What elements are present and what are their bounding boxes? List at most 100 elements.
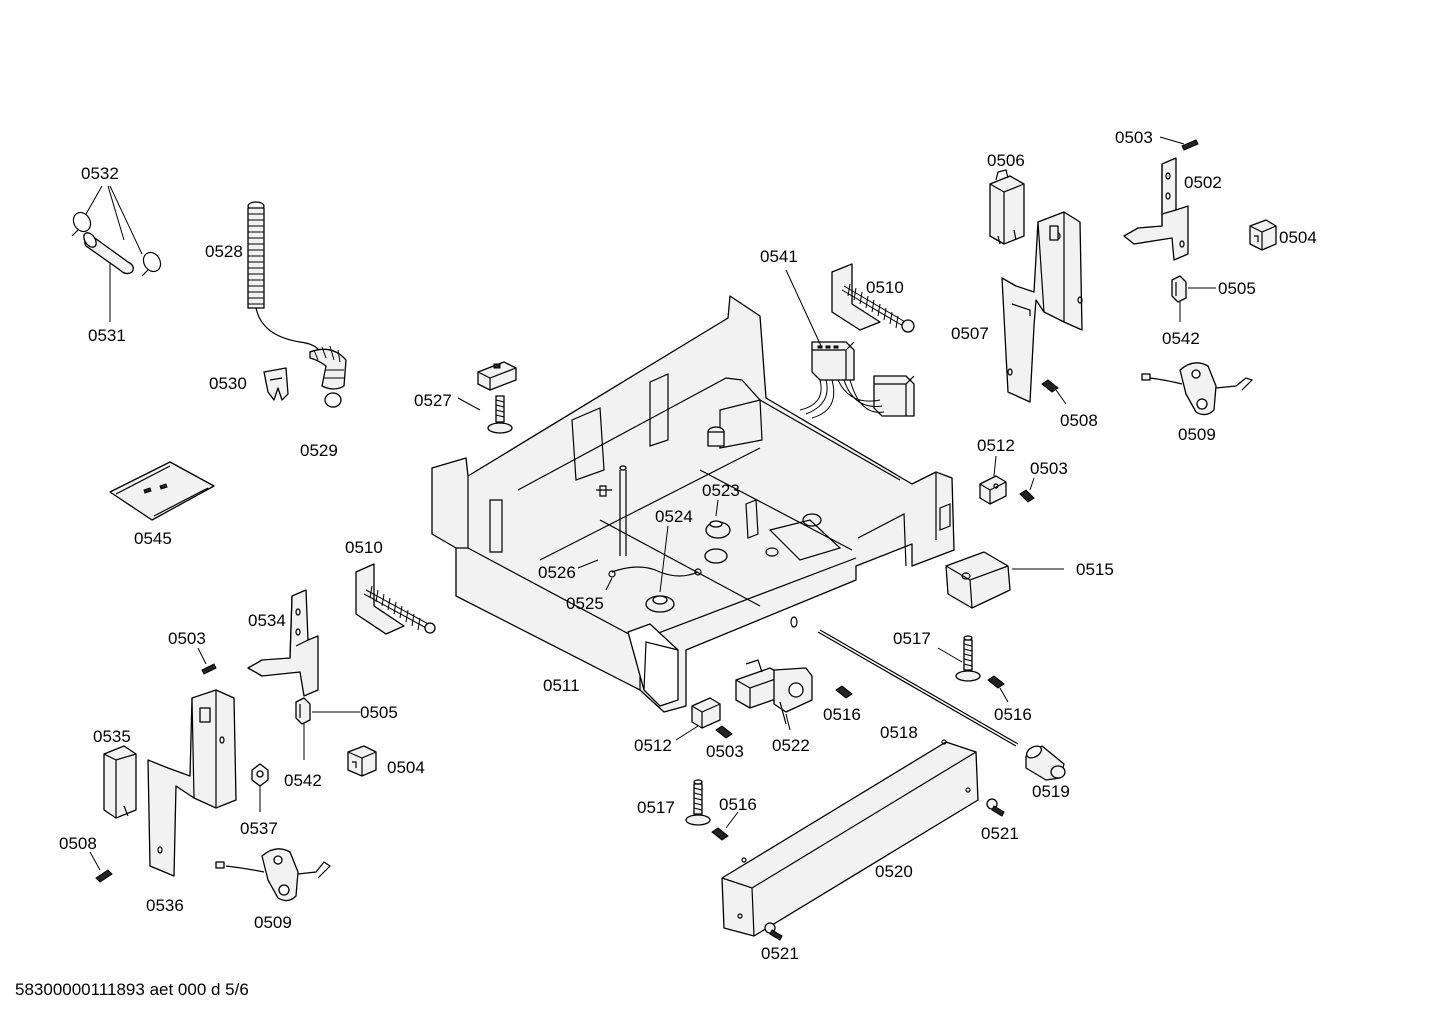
part-0503-screw-right [1019, 489, 1035, 503]
part-0504-clip-upper [1249, 219, 1277, 251]
part-0529-hose-end [309, 345, 347, 408]
part-0506-side-bracket [989, 169, 1025, 245]
part-0521-screw-lower [764, 922, 783, 941]
label-0534: 0534 [248, 611, 286, 630]
part-0530-hose-holder [263, 367, 289, 401]
label-0528: 0528 [205, 242, 243, 261]
label-0541: 0541 [760, 247, 798, 266]
part-0503-screw-left [201, 663, 217, 675]
label-0515: 0515 [1076, 560, 1114, 579]
part-0520-kick-plate [721, 739, 979, 937]
part-0507-frame-bracket [1001, 211, 1083, 403]
label-0522: 0522 [772, 736, 810, 755]
label-0511: 0511 [543, 676, 580, 695]
label-0503-bottom: 0503 [706, 742, 744, 761]
label-0506: 0506 [987, 151, 1025, 170]
label-0508-upper: 0508 [1060, 411, 1098, 430]
label-0524: 0524 [655, 507, 693, 526]
part-0521-screw-upper [986, 798, 1005, 817]
label-0503-top: 0503 [1115, 128, 1153, 147]
part-0515-cover-box [945, 551, 1011, 609]
label-0510-lower: 0510 [345, 538, 383, 557]
part-0509-hinge-lever-upper [1141, 362, 1254, 416]
part-0527-foot-block [477, 361, 517, 434]
label-0504-upper: 0504 [1279, 228, 1317, 247]
part-0517-foot-screw-right [955, 635, 981, 682]
part-0512-bracket-bottom [691, 697, 721, 729]
label-0502: 0502 [1184, 173, 1222, 192]
label-0529: 0529 [300, 441, 338, 460]
label-0545: 0545 [134, 529, 172, 548]
tub-inner-fittings [707, 426, 842, 561]
part-0536-frame-bracket-lower [147, 689, 237, 877]
part-0512-bracket-right [979, 475, 1007, 505]
label-0531: 0531 [88, 326, 126, 345]
part-0518-rod [817, 629, 1019, 747]
label-0527: 0527 [414, 391, 452, 410]
part-0516-screw-a [835, 685, 853, 699]
part-0503-screw-top [1181, 139, 1199, 151]
label-0509-lower: 0509 [254, 913, 292, 932]
part-0511-base-tub [431, 295, 955, 713]
label-0517-right: 0517 [893, 629, 931, 648]
part-0517-foot-screw-left [685, 779, 711, 826]
label-0542-upper: 0542 [1162, 329, 1200, 348]
part-0534-hinge-bracket-lower [247, 589, 319, 697]
label-0535: 0535 [93, 727, 131, 746]
part-0508-screw-lower [95, 869, 113, 883]
label-0517-left: 0517 [637, 798, 675, 817]
label-0516-a: 0516 [823, 705, 861, 724]
part-0532-hose-clamp [71, 211, 162, 277]
part-0516-screw-c [711, 827, 729, 841]
part-0504-clip-lower [347, 745, 377, 777]
part-0528-corrugated-hose [247, 201, 321, 353]
label-0519: 0519 [1032, 782, 1070, 801]
part-0510-hinge-spring-upper [831, 263, 915, 333]
label-0516-b: 0516 [994, 705, 1032, 724]
label-0525: 0525 [566, 594, 604, 613]
label-0507: 0507 [951, 324, 989, 343]
label-0526: 0526 [538, 563, 576, 582]
label-0508-lower: 0508 [59, 834, 97, 853]
part-0524-float-switch [619, 465, 675, 613]
part-0503-screw-bottom [715, 725, 733, 739]
label-0521-upper: 0521 [981, 824, 1019, 843]
label-0530: 0530 [209, 374, 247, 393]
part-0545-screw-bag [109, 461, 215, 521]
label-0536: 0536 [146, 896, 184, 915]
label-0509-upper: 0509 [1178, 425, 1216, 444]
part-0516-screw-b [987, 675, 1005, 689]
part-0505-retainer-upper [1171, 275, 1187, 303]
part-0523-sump-seal [704, 520, 731, 564]
label-0510-upper: 0510 [866, 278, 904, 297]
part-0525-hose-clip [608, 566, 702, 578]
label-0523: 0523 [702, 481, 740, 500]
part-0531-hose-sleeve [83, 232, 134, 275]
label-0512-right: 0512 [977, 436, 1015, 455]
part-0522-inlet-valve [735, 659, 813, 725]
label-0516-c: 0516 [719, 795, 757, 814]
label-0542-lower: 0542 [284, 771, 322, 790]
part-0509-hinge-lever-lower [215, 848, 331, 902]
label-0503-right: 0503 [1030, 459, 1068, 478]
label-0520: 0520 [875, 862, 913, 881]
label-0532: 0532 [81, 164, 119, 183]
part-0510-hinge-spring-lower [355, 563, 436, 635]
part-0537-nut [251, 763, 269, 787]
part-0505-retainer-lower [295, 697, 311, 725]
label-0504-lower: 0504 [387, 758, 425, 777]
label-0518: 0518 [880, 723, 918, 742]
label-0503-left: 0503 [168, 629, 206, 648]
part-0535-side-cover [103, 745, 137, 819]
label-0512-bottom: 0512 [634, 736, 672, 755]
label-0537: 0537 [240, 819, 278, 838]
part-0502-hinge-bracket [1123, 157, 1189, 261]
document-code: 58300000111893 aet 000 d 5/6 [15, 980, 249, 999]
part-0541-wiring-harness [799, 341, 915, 419]
label-0505-lower: 0505 [360, 703, 398, 722]
part-0519-adjuster [1025, 745, 1066, 781]
label-0505-upper: 0505 [1218, 279, 1256, 298]
label-0521-lower: 0521 [761, 944, 799, 963]
part-0508-screw-upper [1041, 379, 1059, 393]
